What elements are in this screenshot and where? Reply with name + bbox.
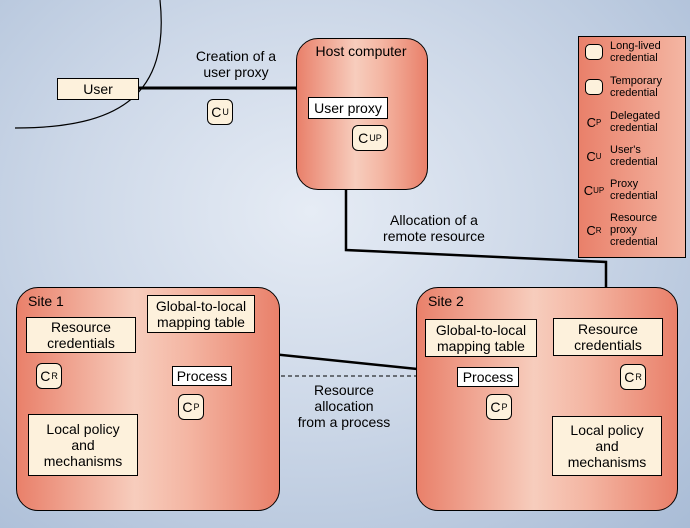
allocation-label: Allocation of a remote resource [383,212,485,244]
site1-local-policy: Local policy and mechanisms [28,414,138,476]
site1-resource-credentials: Resource credentials [26,317,136,353]
site2-resource-credentials: Resource credentials [553,318,663,356]
site1-title: Site 1 [28,293,64,309]
host-title: Host computer [315,43,407,59]
legend-long-lived: Long-lived credential [582,40,686,64]
user-box: User [57,78,139,100]
site2-mapping-table: Global-to-local mapping table [425,319,537,357]
site2-local-policy: Local policy and mechanisms [552,416,662,476]
long-lived-credential-icon [585,44,603,60]
user-domain-boundary [14,0,162,129]
site2-title: Site 2 [428,293,464,309]
site1-process: Process [172,366,232,386]
creation-label: Creation of a user proxy [195,48,277,80]
legend-panel [578,36,686,258]
user-proxy-box: User proxy [308,97,388,119]
site2-process: Process [457,367,519,387]
temporary-credential-icon [585,79,603,95]
site1-mapping-table: Global-to-local mapping table [147,295,255,333]
resource-allocation-label: Resource allocation from a process [297,382,391,430]
legend-temporary: Temporary credential [582,75,686,99]
